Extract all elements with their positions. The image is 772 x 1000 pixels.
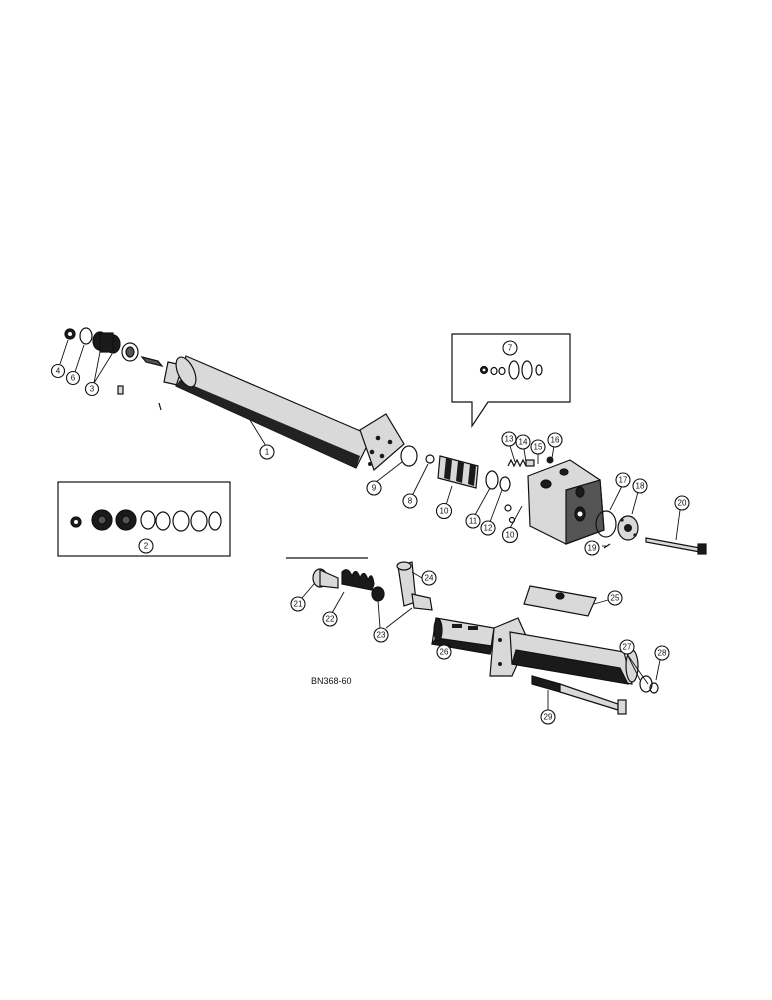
svg-text:17: 17 [619,476,628,485]
drawing-code: BN368-60 [311,676,352,686]
callout-10-spool: 10 [435,502,453,520]
callout-4: 4 [50,363,66,379]
inset-seal-kit-2 [57,481,231,557]
svg-text:13: 13 [505,435,514,444]
cam-lever-part [396,561,433,611]
svg-text:8: 8 [408,497,413,506]
svg-text:11: 11 [469,517,478,526]
svg-text:19: 19 [588,544,597,553]
svg-text:2: 2 [144,542,149,551]
svg-text:22: 22 [326,615,335,624]
callout-9: 9 [366,480,382,496]
callout-22: 22 [322,611,338,627]
svg-text:28: 28 [658,649,667,658]
callout-3: 3 [84,381,100,397]
callout-23: 23 [373,627,389,643]
callout-15: 15 [530,439,546,455]
callout-18: 18 [632,478,648,494]
callout-21: 21 [290,596,306,612]
seal-ring-part [121,342,139,362]
gasket-part [595,510,617,538]
svg-text:14: 14 [519,438,528,447]
svg-text:29: 29 [544,713,553,722]
spring-part [507,456,554,468]
callout-8: 8 [402,493,418,509]
inset-seal-kit-7 [451,333,571,428]
callout-12: 12 [480,520,496,536]
svg-text:6: 6 [71,374,76,383]
valve-housing-part [527,459,605,545]
callout-16: 16 [547,432,563,448]
callout-24: 24 [421,570,437,586]
callout-17: 17 [615,472,631,488]
callout-26: 26 [436,644,452,660]
small-washer-part [425,454,435,464]
steering-housing-part [489,617,639,685]
coil-spring-part [341,569,375,591]
callout-1: 1 [259,444,275,460]
svg-text:27: 27 [623,643,632,652]
pin-part [603,543,611,549]
svg-text:12: 12 [484,524,493,533]
long-bolt-part [645,537,707,555]
svg-text:24: 24 [425,574,434,583]
svg-text:20: 20 [678,499,687,508]
cover-part [523,585,597,617]
callout-11: 11 [465,513,481,529]
svg-text:10: 10 [440,507,449,516]
o-ring-part [400,445,418,467]
svg-text:23: 23 [377,631,386,640]
svg-text:16: 16 [551,436,560,445]
callout-20: 20 [674,495,690,511]
callout-14: 14 [515,434,531,450]
svg-text:9: 9 [372,484,377,493]
bushing-part [371,586,385,602]
seal-ring-part [485,470,511,492]
svg-text:10: 10 [506,531,515,540]
svg-text:21: 21 [294,600,303,609]
callout-10-housing: 10 [501,526,519,544]
small-spacer-part [117,385,124,395]
callout-27: 27 [619,639,635,655]
small-plug-part [504,504,516,524]
clamp-ring-part [639,675,659,694]
svg-text:18: 18 [636,482,645,491]
washer-part [79,327,93,345]
callout-25: 25 [607,590,623,606]
callout-7: 7 [502,340,518,356]
valve-spool-part [437,455,479,489]
svg-text:26: 26 [440,648,449,657]
callout-28: 28 [654,645,670,661]
svg-text:1: 1 [265,448,270,457]
plunger-part [312,568,339,589]
callout-13: 13 [501,431,517,447]
end-cap-part [617,515,639,541]
svg-text:25: 25 [611,594,620,603]
svg-text:3: 3 [90,385,95,394]
main-tube-part [140,355,405,472]
bearing-cup-part [92,331,121,354]
svg-text:7: 7 [508,344,513,353]
callout-19: 19 [584,540,600,556]
nut-part [64,328,76,340]
callout-6: 6 [65,370,81,386]
tick-mark [158,402,162,411]
svg-text:4: 4 [56,367,61,376]
callout-2: 2 [138,538,154,554]
svg-text:15: 15 [534,443,543,452]
leader-lines [59,339,681,710]
clamp-bolt-part [531,675,627,715]
callout-29: 29 [540,709,556,725]
